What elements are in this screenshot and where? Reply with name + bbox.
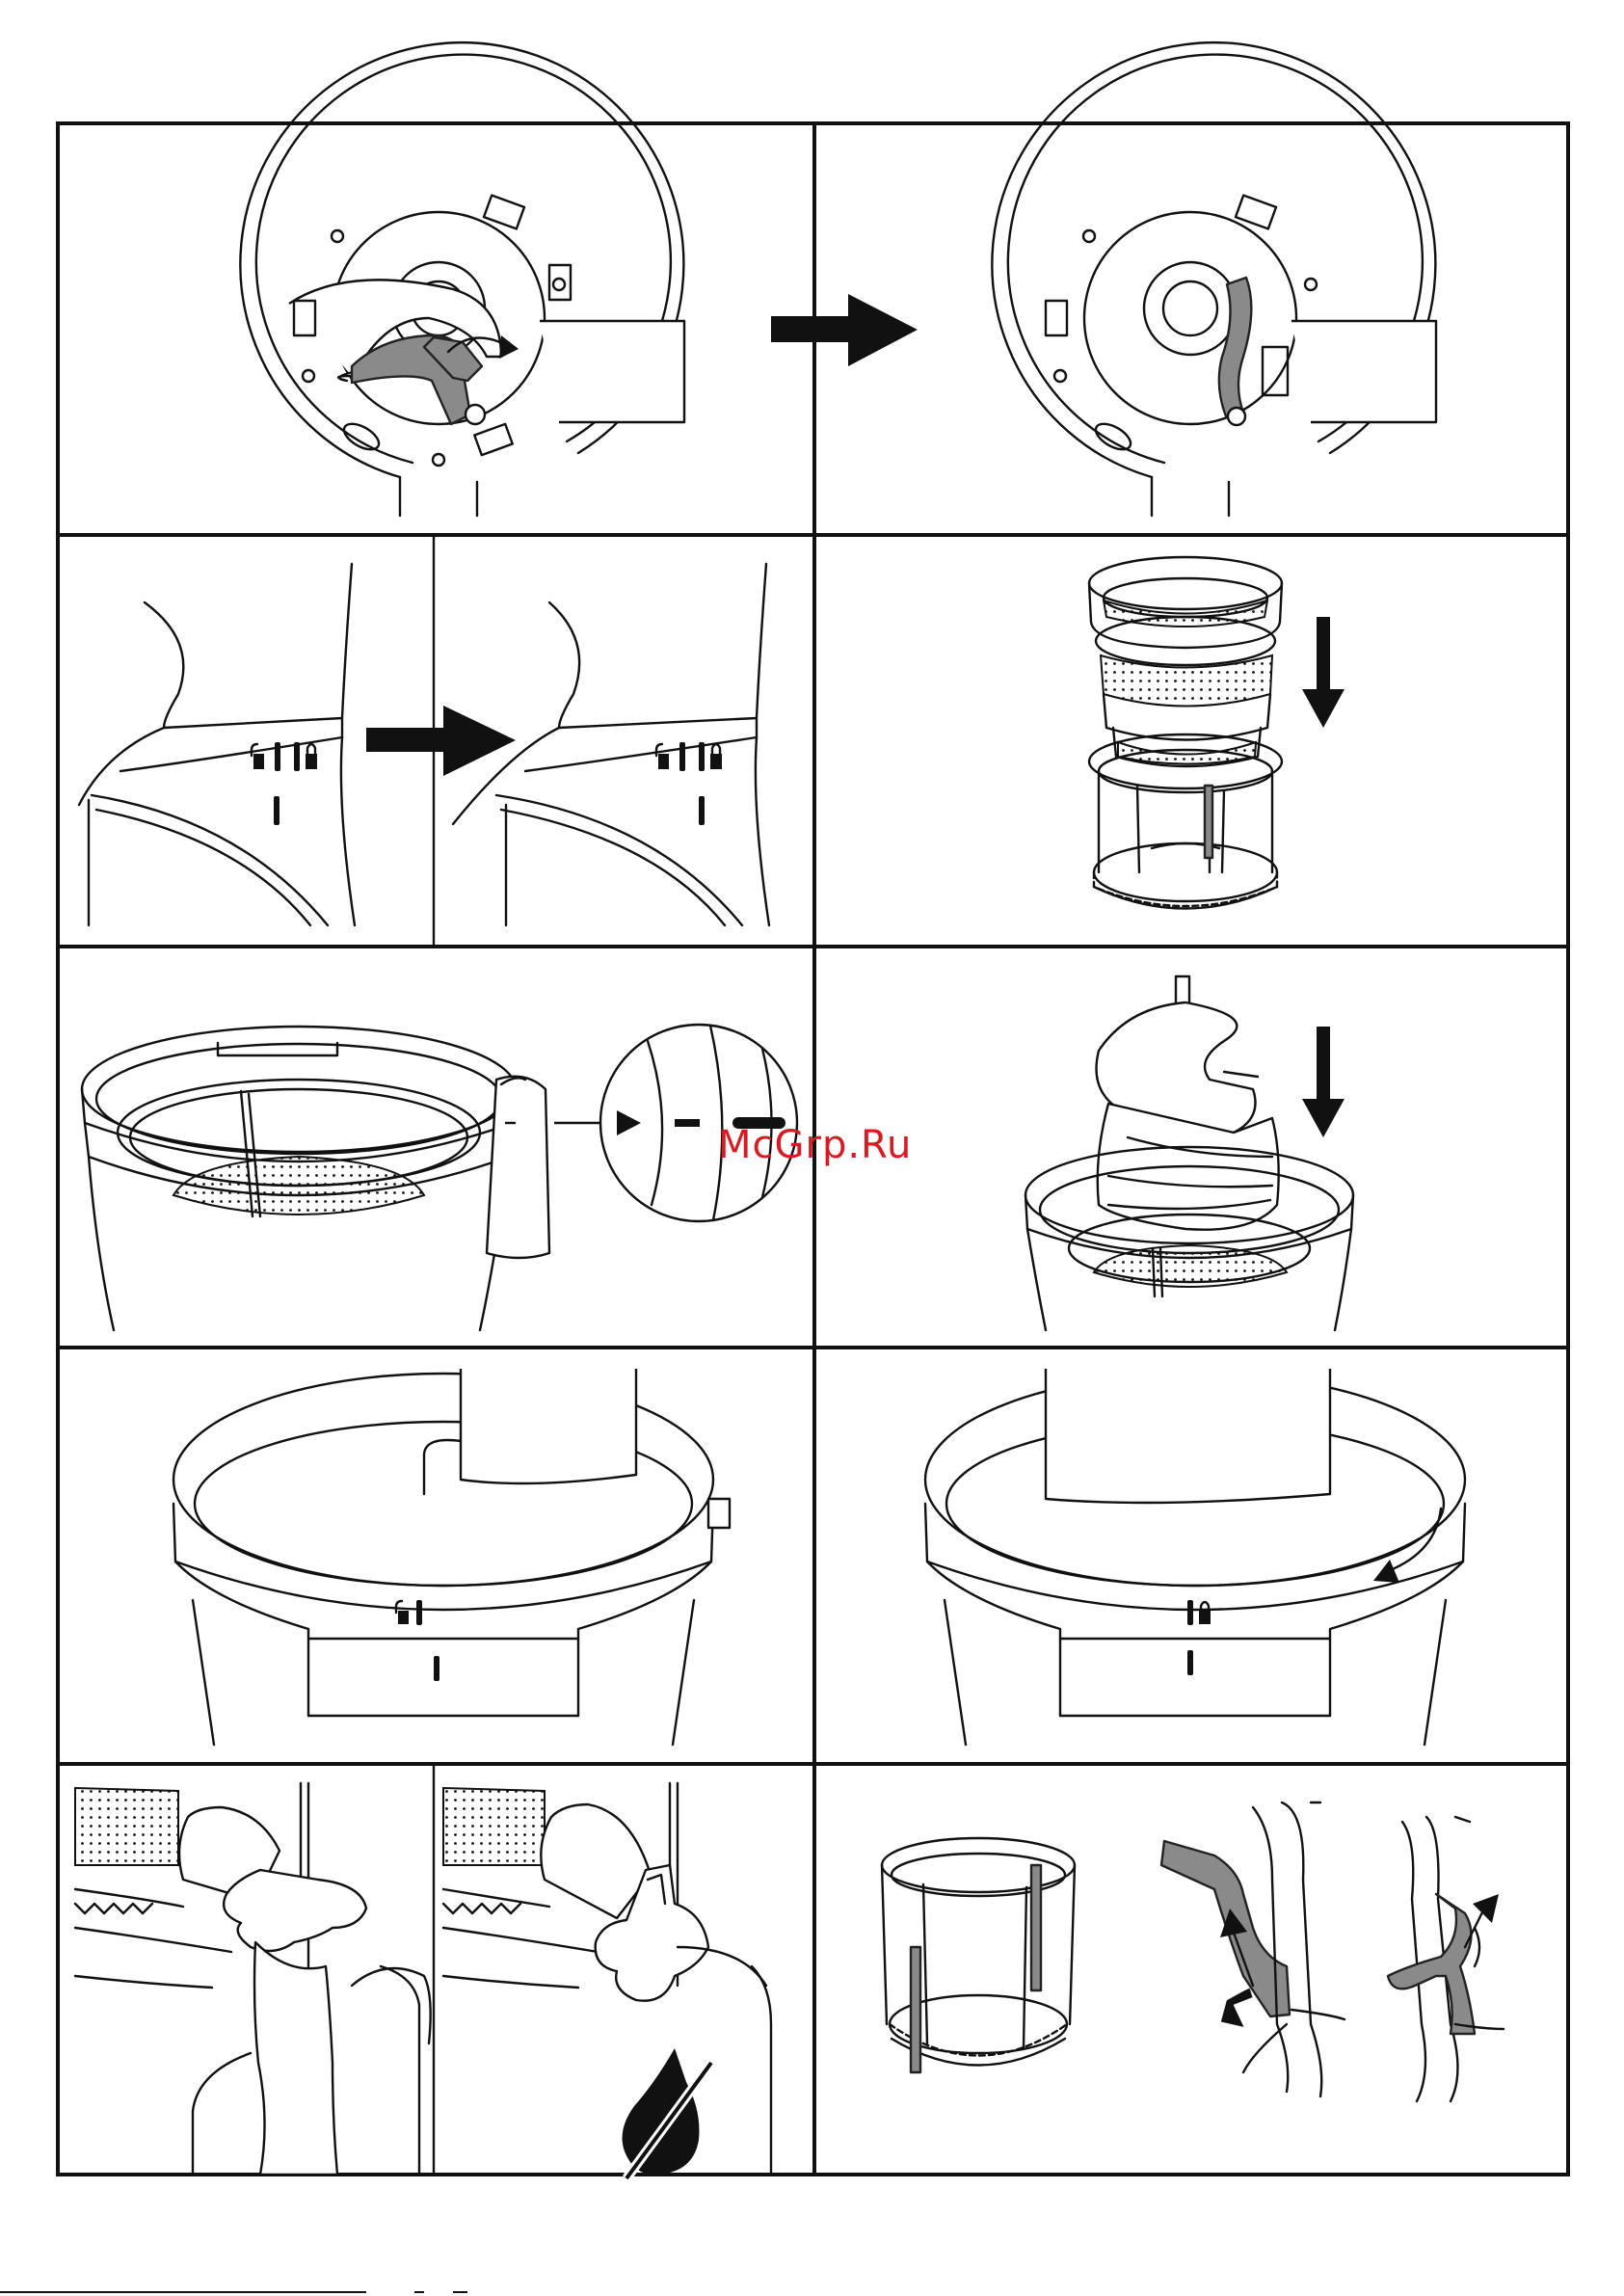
panel-turn-lid-locked [925,1369,1465,1745]
panel-align-bowl-marks [79,564,355,925]
panel-brush-wiper-fit [882,1802,1504,2101]
arrow-right-icon [771,294,918,366]
panel-place-lid-unlocked [173,1369,730,1745]
panel-assemble-strainer-brush [1089,557,1344,909]
panel-lock-lever-closed [992,42,1436,516]
no-drip-icon [623,2048,711,2178]
panel-lock-lever-open [240,42,684,516]
arrow-right-icon [366,706,516,776]
panel-juice-spout-cap-closed [443,1783,771,2178]
watermark-text: McGrp.Ru [718,1123,912,1167]
panel-bowl-alignment-detail [82,1025,797,1330]
panel-juice-spout-cap [75,1783,431,2175]
panel-insert-auger [1025,976,1353,1330]
